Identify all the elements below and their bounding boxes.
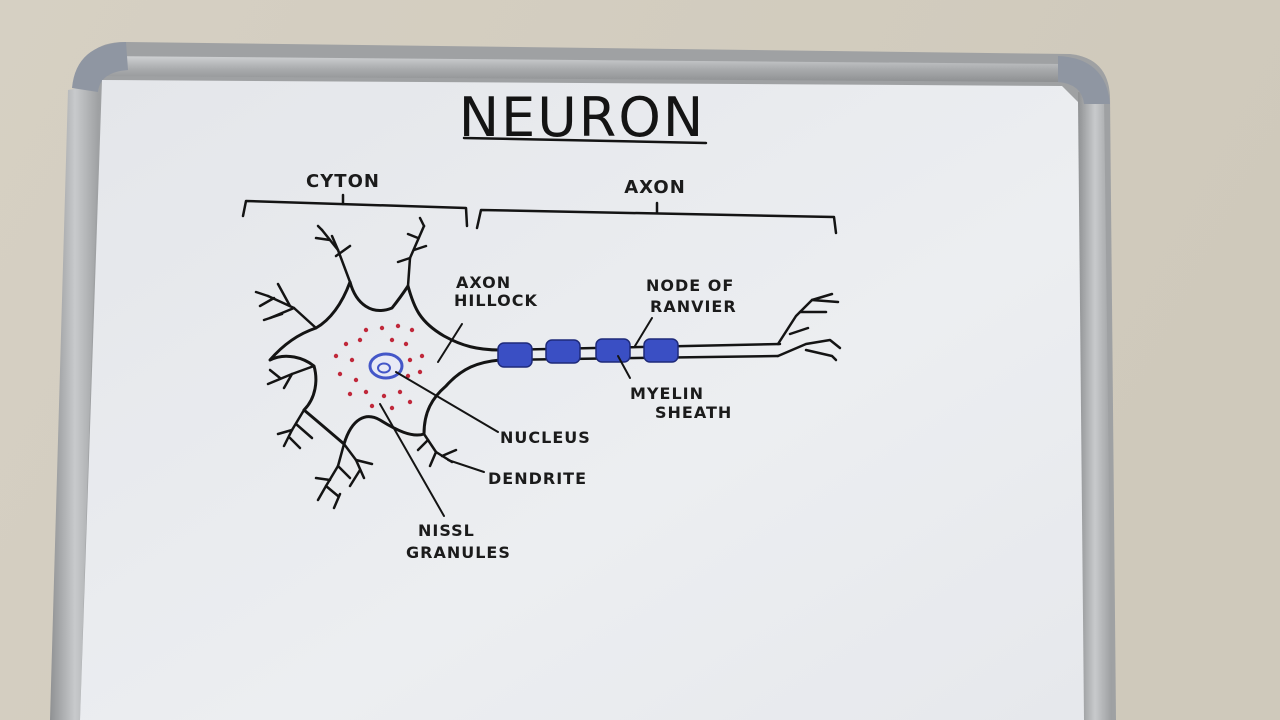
myelin-segment: [497, 342, 533, 368]
myelin-segment: [643, 338, 679, 363]
axon-hillock-label: AXON HILLOCK: [454, 273, 538, 310]
title-underline: [462, 136, 708, 145]
myelin-sheath-line-1: MYELIN: [630, 384, 704, 403]
axon-hillock-line-1: AXON: [456, 273, 511, 292]
leader-lines: [379, 317, 653, 517]
axon-hillock-line-2: HILLOCK: [454, 291, 538, 310]
node-of-ranvier-label: NODE OF RANVIER: [646, 276, 741, 316]
nissl-granules-line-1: NISSL: [418, 521, 475, 540]
myelin-sheath-line-2: SHEATH: [655, 403, 732, 422]
axon-bracket: [475, 201, 838, 235]
myelin-sheath: [497, 338, 679, 368]
axon-section-label: AXON: [624, 177, 686, 198]
dendrites: [254, 216, 458, 510]
nissl-granules-label: NISSL GRANULES: [406, 521, 511, 562]
nissl-pointer: [379, 403, 445, 517]
cell-body: [268, 280, 502, 446]
dendrite-label: DENDRITE: [488, 469, 587, 488]
cyton-bracket: [241, 193, 469, 228]
myelin-sheath-label: MYELIN SHEATH: [630, 384, 732, 422]
frame-corner-top-left: [72, 42, 128, 92]
neuron-drawing: [254, 216, 842, 517]
nissl-granules: [333, 323, 425, 411]
nissl-granules-line-2: GRANULES: [406, 543, 511, 562]
axon-hillock-pointer: [437, 323, 463, 363]
myelin-sheath-pointer: [617, 355, 631, 379]
axon-terminals: [776, 292, 842, 362]
nucleus-label: NUCLEUS: [500, 428, 591, 447]
node-of-ranvier-line-1: NODE OF: [646, 276, 734, 295]
whiteboard-surface: [80, 80, 1084, 720]
dendrite-pointer: [447, 459, 485, 473]
node-of-ranvier-line-2: RANVIER: [650, 297, 737, 316]
node-of-ranvier-pointer: [634, 317, 653, 347]
myelin-segment: [595, 338, 631, 363]
nucleus: [368, 352, 404, 380]
nucleus-pointer: [395, 371, 499, 433]
frame-corner-top-right: [1058, 56, 1110, 104]
myelin-segment: [545, 339, 581, 364]
cyton-label: CYTON: [306, 171, 380, 192]
